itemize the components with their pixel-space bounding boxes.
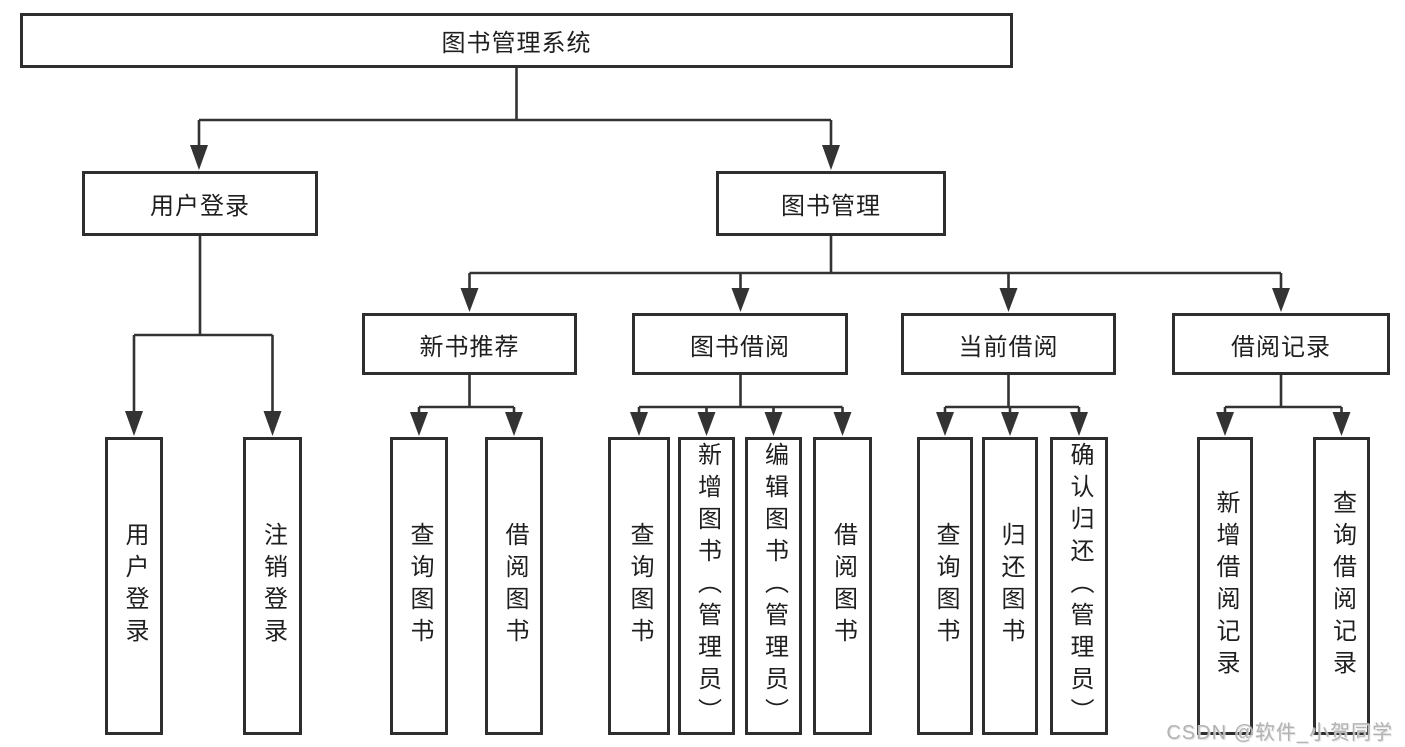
arrowhead	[505, 412, 523, 436]
connector-line	[943, 375, 1081, 414]
arrowhead	[936, 412, 954, 436]
arrowhead	[1332, 412, 1351, 436]
leaf-add-borrow-record: 新增借阅记录	[1197, 437, 1253, 735]
connector-line	[468, 236, 1283, 290]
leaf-user-login: 用户登录	[105, 437, 163, 735]
leaf-query-books-borrow: 查询图书	[608, 437, 670, 735]
arrowhead	[697, 412, 716, 436]
node-book-borrow: 图书借阅	[632, 313, 848, 375]
connector-line	[637, 375, 844, 414]
arrowhead	[410, 412, 428, 436]
connector-line	[1223, 375, 1343, 414]
leaf-borrow-books-recommend: 借阅图书	[485, 437, 543, 735]
arrowhead	[999, 288, 1018, 312]
leaf-borrow-books: 借阅图书	[813, 437, 872, 735]
leaf-edit-book-admin: 编辑图书（管理员）	[745, 437, 802, 735]
arrowhead	[630, 412, 648, 436]
arrowhead	[190, 145, 208, 170]
arrowhead	[1216, 412, 1234, 436]
node-current-borrow: 当前借阅	[901, 313, 1116, 375]
leaf-query-borrow-record: 查询借阅记录	[1313, 437, 1370, 735]
arrowhead	[263, 411, 282, 436]
leaf-query-books-current: 查询图书	[917, 437, 973, 735]
arrowhead	[1272, 288, 1290, 312]
arrowhead	[460, 288, 479, 312]
arrowhead	[1001, 412, 1019, 436]
connector-line	[132, 236, 274, 412]
connector-line	[417, 375, 516, 414]
arrowhead	[764, 412, 783, 436]
arrowhead	[125, 411, 143, 436]
csdn-watermark: CSDN @软件_小贺同学	[1166, 722, 1393, 744]
arrowhead	[1070, 412, 1088, 436]
leaf-return-book: 归还图书	[982, 437, 1038, 735]
node-borrow-records: 借阅记录	[1172, 313, 1390, 375]
leaf-confirm-return-admin: 确认归还（管理员）	[1050, 437, 1108, 735]
node-book-management: 图书管理	[716, 171, 946, 236]
arrowhead	[833, 412, 852, 436]
arrowhead	[822, 145, 840, 170]
connector-line	[197, 68, 833, 148]
leaf-query-books-recommend: 查询图书	[390, 437, 448, 735]
node-user-login: 用户登录	[82, 171, 318, 236]
node-root-library-system: 图书管理系统	[20, 13, 1013, 68]
arrowhead	[731, 288, 750, 312]
node-new-book-recommend: 新书推荐	[362, 313, 577, 375]
leaf-logout: 注销登录	[243, 437, 302, 735]
leaf-add-book-admin: 新增图书（管理员）	[678, 437, 735, 735]
